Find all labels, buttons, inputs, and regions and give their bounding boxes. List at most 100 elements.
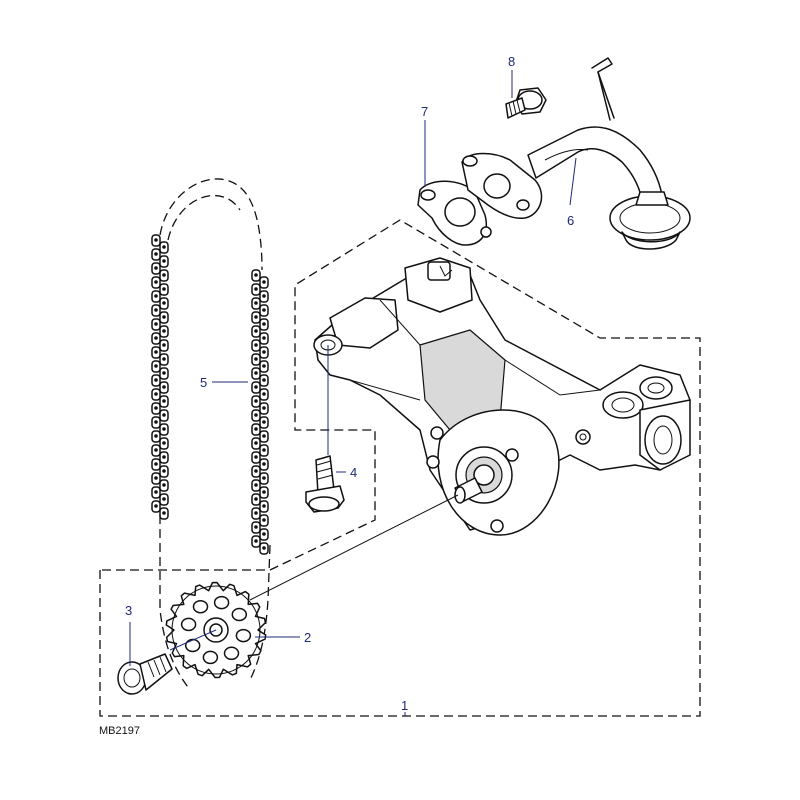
- sprocket-hole: [213, 595, 230, 610]
- chain-pin: [262, 378, 266, 382]
- callout-4: 4: [350, 465, 357, 480]
- chain-pin: [162, 469, 166, 473]
- chain-pin: [162, 455, 166, 459]
- chain-pin: [262, 336, 266, 340]
- chain-pin: [254, 371, 258, 375]
- chain-pin: [262, 532, 266, 536]
- callout-7: 7: [421, 104, 428, 119]
- chain-pin: [254, 511, 258, 515]
- callout-8: 8: [508, 54, 515, 69]
- chain-pin: [162, 329, 166, 333]
- chain-pin: [154, 364, 158, 368]
- chain-pin: [154, 238, 158, 242]
- chain-pin: [262, 280, 266, 284]
- chain-pin: [262, 518, 266, 522]
- chain-pin: [154, 252, 158, 256]
- pump-mounting-bolt: [305, 345, 345, 513]
- chain-pin: [254, 525, 258, 529]
- chain-pin: [162, 511, 166, 515]
- chain-pin: [162, 287, 166, 291]
- chain-pin: [154, 392, 158, 396]
- chain-pin: [254, 497, 258, 501]
- reference-code: MB2197: [99, 725, 140, 737]
- chain-pin: [162, 483, 166, 487]
- chain-pin: [262, 392, 266, 396]
- sprocket-hole: [180, 617, 197, 632]
- chain-pin: [262, 490, 266, 494]
- chain-pin: [154, 322, 158, 326]
- chain-pin: [162, 245, 166, 249]
- chain-pin: [154, 378, 158, 382]
- sprocket-hole: [184, 638, 201, 653]
- chain-pin: [154, 434, 158, 438]
- chain-pin: [254, 399, 258, 403]
- callout-5: 5: [200, 375, 207, 390]
- chain-pin: [154, 462, 158, 466]
- chain-pin: [262, 434, 266, 438]
- chain-pin: [254, 343, 258, 347]
- chain-pin: [254, 273, 258, 277]
- chain-pin: [262, 462, 266, 466]
- chain-pin: [262, 476, 266, 480]
- chain-pin: [254, 301, 258, 305]
- oil-pickup-pipe: [461, 57, 691, 250]
- chain-pin: [262, 448, 266, 452]
- chain-pin: [154, 294, 158, 298]
- chain-pin: [254, 385, 258, 389]
- chain-pin: [254, 539, 258, 543]
- chain-pin: [262, 350, 266, 354]
- sprocket-hole: [192, 599, 209, 614]
- chain-pin: [154, 350, 158, 354]
- chain-pin: [154, 504, 158, 508]
- chain-pin: [162, 273, 166, 277]
- chain-pin: [162, 357, 166, 361]
- sprocket-hole: [231, 607, 248, 622]
- sprocket-bolt: [117, 629, 217, 695]
- chain-pin: [162, 301, 166, 305]
- chain-pin: [262, 294, 266, 298]
- chain-pin: [254, 483, 258, 487]
- chain-pin: [254, 455, 258, 459]
- chain-pin: [162, 259, 166, 263]
- assembly-boundary: [99, 219, 701, 717]
- sprocket-hole: [223, 646, 240, 661]
- leader-lines: [129, 70, 577, 716]
- callout-3: 3: [125, 603, 132, 618]
- chain-pin: [162, 427, 166, 431]
- pickup-bolt: [505, 87, 547, 119]
- chain-pin: [162, 441, 166, 445]
- chain-pin: [262, 308, 266, 312]
- chain-pin: [254, 441, 258, 445]
- chain-pin: [154, 336, 158, 340]
- chain-pin: [154, 476, 158, 480]
- chain-pin: [162, 315, 166, 319]
- chain-pin: [254, 287, 258, 291]
- chain-pin: [154, 280, 158, 284]
- chain-pin: [262, 504, 266, 508]
- sprocket-hole: [202, 650, 219, 665]
- oil-pump-body: [313, 257, 691, 536]
- chain-pin: [254, 357, 258, 361]
- chain-pin: [254, 315, 258, 319]
- chain-pin: [254, 329, 258, 333]
- chain-pin: [162, 385, 166, 389]
- callout-6: 6: [567, 213, 574, 228]
- sprocket-hole: [235, 628, 252, 643]
- callout-2: 2: [304, 630, 311, 645]
- chain-pin: [262, 420, 266, 424]
- chain-pin: [162, 497, 166, 501]
- chain-pin: [262, 364, 266, 368]
- timing-chain: [151, 178, 271, 691]
- chain-pin: [154, 266, 158, 270]
- chain-pin: [254, 469, 258, 473]
- chain-pin: [262, 322, 266, 326]
- chain-pin: [254, 413, 258, 417]
- chain-pin: [262, 406, 266, 410]
- chain-pin: [254, 427, 258, 431]
- pickup-gasket: [417, 180, 492, 246]
- chain-pin: [154, 448, 158, 452]
- chain-pin: [262, 546, 266, 550]
- chain-pin: [154, 420, 158, 424]
